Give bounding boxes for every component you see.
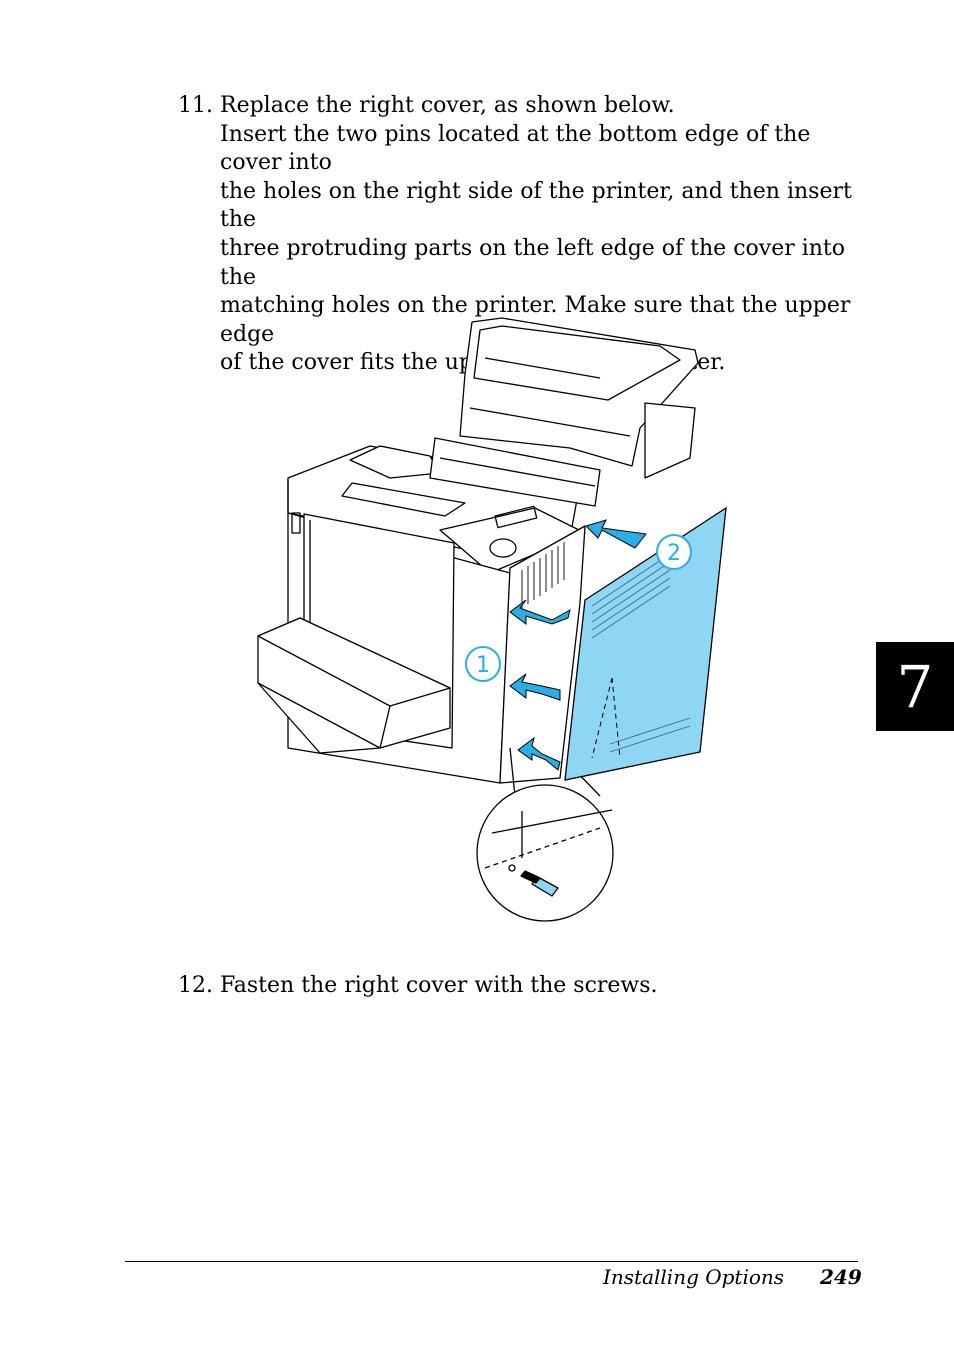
step-number: 11. <box>178 93 213 118</box>
step-title: Fasten the right cover with the screws. <box>220 973 658 998</box>
step-line: the holes on the right side of the print… <box>220 178 852 233</box>
step-line: matching holes on the printer. Make sure… <box>220 293 851 347</box>
footer-divider <box>125 1261 858 1262</box>
callout-2: 2 <box>667 541 681 566</box>
callout-1: 1 <box>476 653 490 678</box>
footer-section-title: Installing Options <box>603 1265 785 1289</box>
step-number: 12. <box>178 973 213 998</box>
chapter-tab: 7 <box>876 642 954 731</box>
step-body: Replace the right cover, as shown below.… <box>220 92 870 378</box>
step-title: Replace the right cover, as shown below. <box>220 93 675 118</box>
step-body: Fasten the right cover with the screws. <box>220 972 870 1001</box>
printer-cover-illustration: 1 2 <box>240 308 740 928</box>
step-line: three protruding parts on the left edge … <box>220 235 846 290</box>
page-number: 249 <box>820 1265 862 1289</box>
step-line: Insert the two pins located at the botto… <box>220 121 811 176</box>
